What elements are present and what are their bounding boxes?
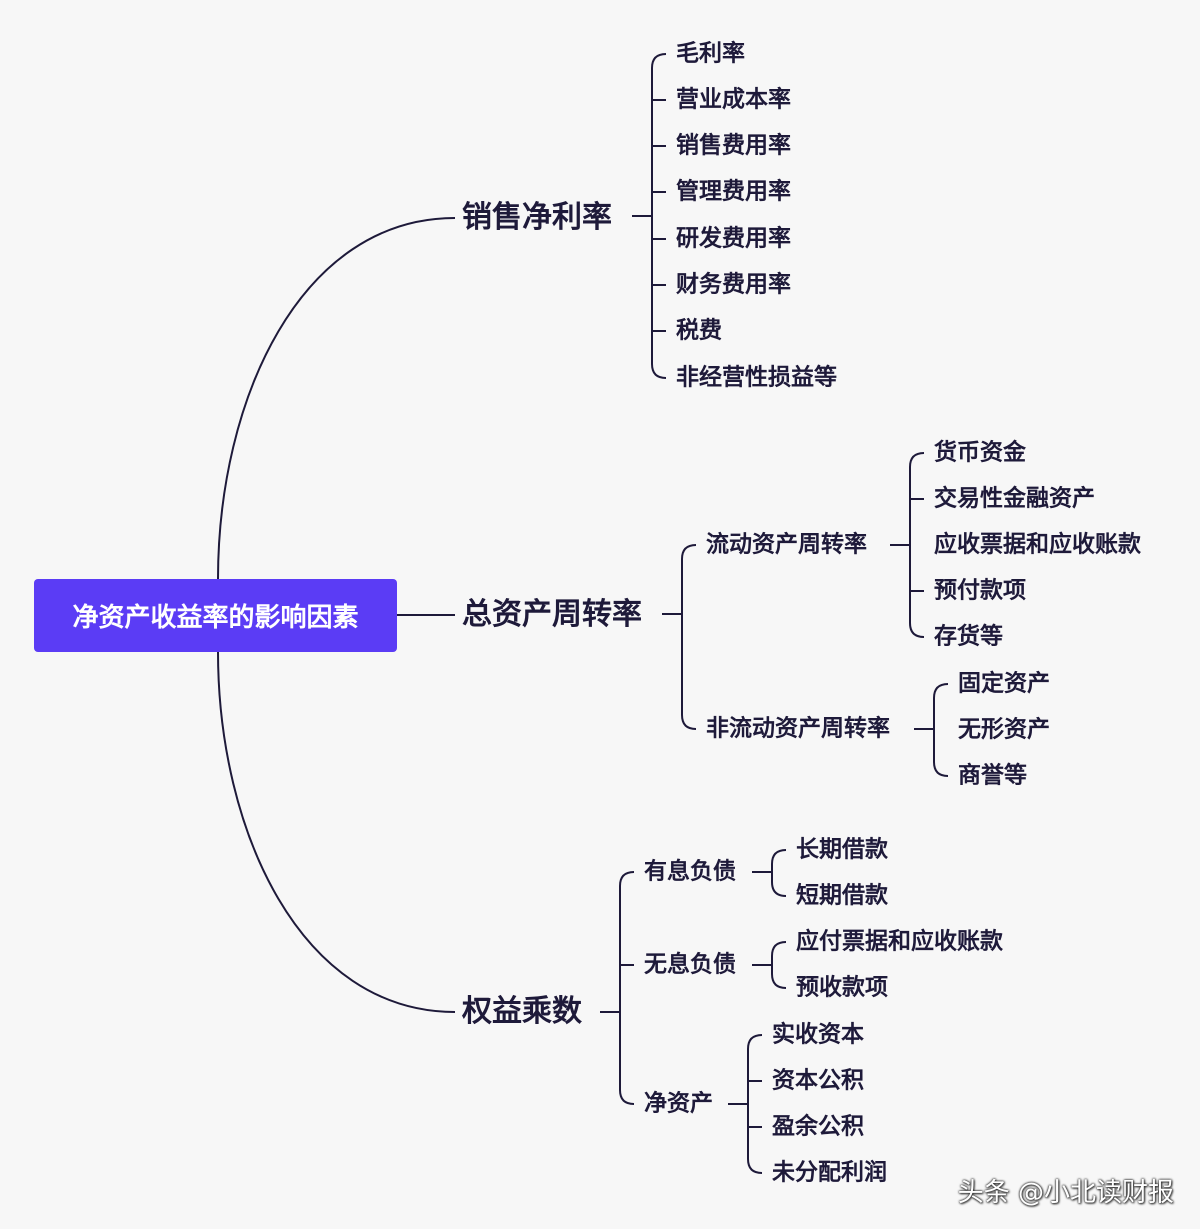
- leaf-inventory: 存货等: [934, 623, 1003, 650]
- bracket-noncurrent-assets: [914, 683, 949, 777]
- leaf-paid-in-capital: 实收资本: [772, 1021, 864, 1048]
- node-sales-margin: 销售净利率: [462, 200, 612, 235]
- node-current-asset-turnover: 流动资产周转率: [706, 531, 867, 558]
- root-label: 净资产收益率的影响因素: [72, 603, 359, 633]
- leaf-admin-expense-ratio: 管理费用率: [676, 178, 791, 205]
- leaf-prepayments: 预付款项: [934, 577, 1026, 604]
- bracket-noninterest-debt: [752, 941, 787, 989]
- bracket-equity-multiplier: [600, 871, 635, 1105]
- leaf-advance-receipts: 预收款项: [796, 974, 888, 1001]
- watermark: 头条 @小北读财报: [957, 1178, 1174, 1208]
- leaf-goodwill: 商誉等: [958, 762, 1027, 789]
- leaf-selling-expense-ratio: 销售费用率: [676, 132, 791, 159]
- leaf-capital-reserve: 资本公积: [772, 1067, 864, 1094]
- leaf-trading-financial-assets: 交易性金融资产: [934, 485, 1095, 512]
- bracket-interest-debt: [752, 849, 787, 897]
- leaf-intangible-assets: 无形资产: [958, 716, 1050, 743]
- leaf-fixed-assets: 固定资产: [958, 670, 1050, 697]
- node-interest-bearing-debt: 有息负债: [644, 858, 736, 885]
- node-non-interest-debt: 无息负债: [644, 951, 736, 978]
- leaf-non-operating-items: 非经营性损益等: [676, 364, 837, 391]
- leaf-financial-expense-ratio: 财务费用率: [676, 271, 791, 298]
- leaf-undistributed-profit: 未分配利润: [772, 1159, 887, 1186]
- connector-root-to-sales-margin: [217, 217, 456, 580]
- leaf-receivables: 应收票据和应收账款: [934, 531, 1141, 558]
- bracket-current-assets: [890, 452, 925, 638]
- leaf-long-term-loans: 长期借款: [796, 836, 888, 863]
- node-net-assets: 净资产: [644, 1090, 713, 1117]
- root-node: 净资产收益率的影响因素: [34, 579, 397, 652]
- connector-root-to-equity-multiplier: [217, 651, 456, 1013]
- leaf-cash: 货币资金: [934, 439, 1026, 466]
- bracket-asset-turnover: [662, 544, 697, 730]
- node-equity-multiplier: 权益乘数: [462, 994, 582, 1029]
- leaf-rnd-expense-ratio: 研发费用率: [676, 225, 791, 252]
- leaf-operating-cost-ratio: 营业成本率: [676, 86, 791, 113]
- bracket-net-assets: [728, 1034, 763, 1174]
- leaf-taxes: 税费: [676, 317, 722, 344]
- leaf-gross-margin: 毛利率: [676, 40, 745, 67]
- leaf-surplus-reserve: 盈余公积: [772, 1113, 864, 1140]
- bracket-sales-margin: [632, 53, 667, 379]
- node-asset-turnover: 总资产周转率: [462, 597, 642, 632]
- leaf-payables: 应付票据和应收账款: [796, 928, 1003, 955]
- leaf-short-term-loans: 短期借款: [796, 882, 888, 909]
- node-noncurrent-asset-turnover: 非流动资产周转率: [706, 715, 890, 742]
